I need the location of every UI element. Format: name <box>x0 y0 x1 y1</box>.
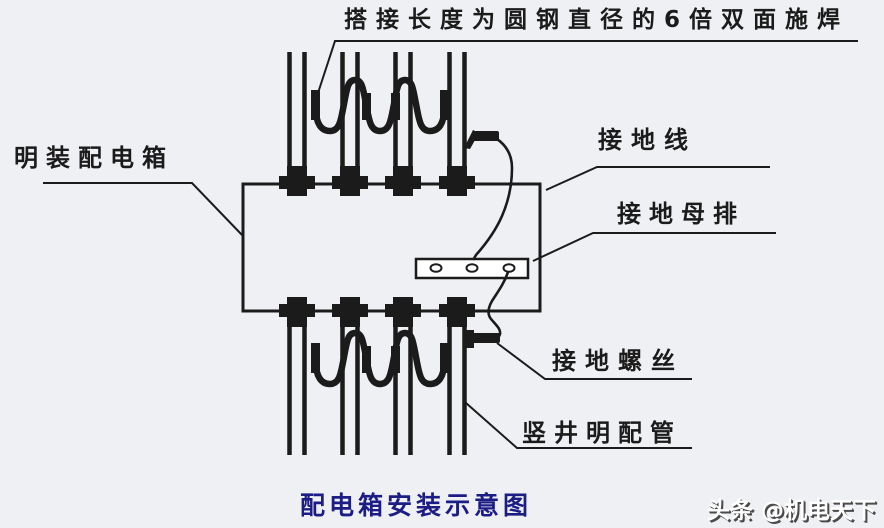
lap-weld-label: 搭接长度为圆钢直径的6倍双面施焊 <box>344 7 850 33</box>
grounding-wire-bottom-path <box>487 271 510 341</box>
grounding-wire-label: 接地线 <box>598 126 697 154</box>
box-entry-couplings <box>279 166 475 327</box>
surface-mounted-box-label: 明装配电箱 <box>14 144 174 172</box>
grounding-screw-clamp-bottom <box>466 330 500 348</box>
lap-weld-leader <box>316 40 858 97</box>
lap-weld-jumper-bottom <box>311 333 449 384</box>
shaft-conduit-leader <box>465 402 692 449</box>
watermark-text: 头条 @机电天下 <box>706 498 876 524</box>
grounding-busbar-shape <box>414 257 530 280</box>
lap-weld-jumper-top <box>311 80 449 131</box>
figure-caption: 配电箱安装示意图 <box>300 491 533 520</box>
grounding-wire-top-path <box>471 137 514 261</box>
grounding-busbar-label: 接地母排 <box>617 200 745 228</box>
grounding-busbar-leader <box>532 232 776 262</box>
distribution-box-outline <box>241 182 542 313</box>
grounding-screw-leader <box>496 342 692 380</box>
grounding-screw-label: 接地螺丝 <box>552 347 684 375</box>
surface-box-leader <box>43 182 244 237</box>
shaft-conduit-label: 竖井明配管 <box>522 419 682 447</box>
grounding-screw-clamp-top <box>464 130 499 149</box>
grounding-wire-leader <box>545 166 770 191</box>
